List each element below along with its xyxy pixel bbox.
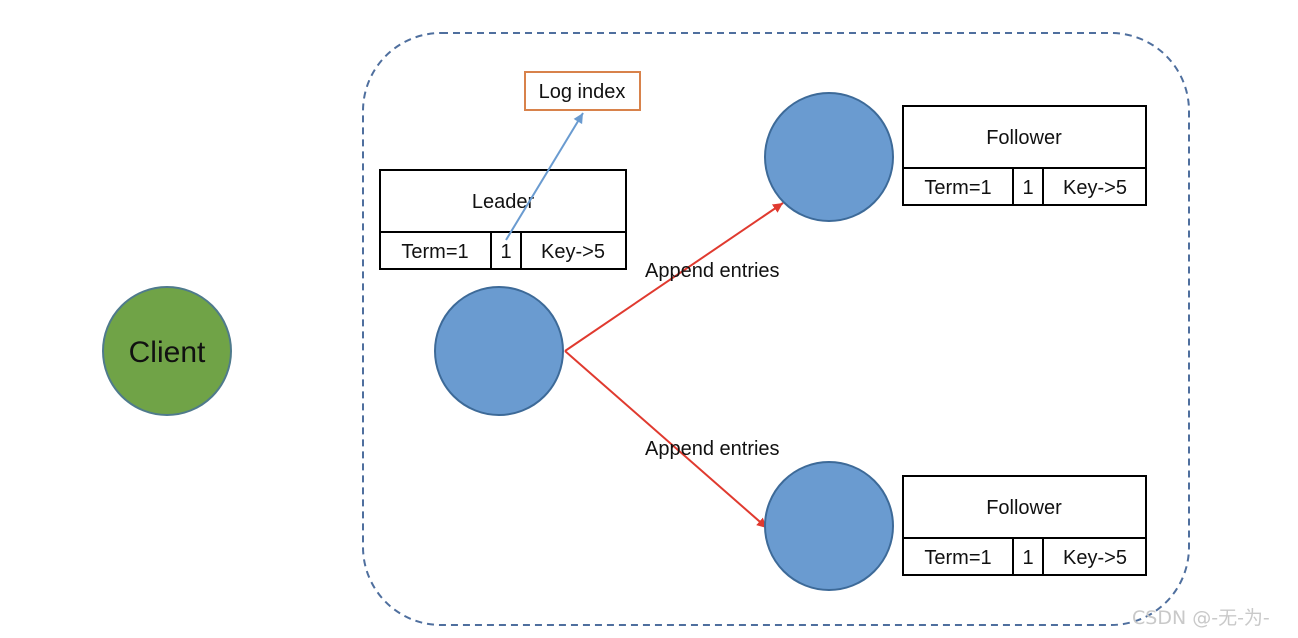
log-index-arrow bbox=[505, 112, 584, 241]
follower-1-index: 1 bbox=[1022, 177, 1033, 199]
leader-node bbox=[434, 286, 564, 416]
leader-index: 1 bbox=[500, 241, 511, 263]
leader-term: Term=1 bbox=[401, 241, 468, 263]
client-circle bbox=[102, 286, 232, 416]
client-label: Client bbox=[129, 336, 206, 369]
append-entries-arrow-bottom bbox=[564, 350, 768, 529]
append-entries-label-bottom: Append entries bbox=[645, 438, 780, 460]
follower-1-entry: Key->5 bbox=[1063, 177, 1127, 199]
follower-2-table-frame bbox=[902, 475, 1147, 576]
follower-2-index: 1 bbox=[1022, 547, 1033, 569]
follower-node-2 bbox=[764, 461, 894, 591]
leader-entry: Key->5 bbox=[541, 241, 605, 263]
append-entries-arrow-top bbox=[564, 202, 784, 352]
leader-table-frame bbox=[379, 169, 627, 270]
append-entries-label-top: Append entries bbox=[645, 260, 780, 282]
follower-2-term: Term=1 bbox=[924, 547, 991, 569]
watermark: CSDN @-无-为- bbox=[1132, 607, 1270, 629]
follower-2-title: Follower bbox=[986, 497, 1062, 519]
follower-2-log-table: Follower Term=1 1 Key->5 bbox=[902, 475, 1147, 576]
log-index-callout: Log index bbox=[505, 71, 641, 241]
follower-2-entry: Key->5 bbox=[1063, 547, 1127, 569]
follower-1-title: Follower bbox=[986, 127, 1062, 149]
log-index-box bbox=[524, 71, 641, 111]
follower-node-1 bbox=[764, 92, 894, 222]
leader-title: Leader bbox=[472, 191, 535, 213]
cluster-boundary bbox=[362, 32, 1190, 626]
follower-1-log-table: Follower Term=1 1 Key->5 bbox=[902, 105, 1147, 206]
log-index-label: Log index bbox=[539, 81, 626, 103]
follower-1-table-frame bbox=[902, 105, 1147, 206]
leader-log-table: Leader Term=1 1 Key->5 bbox=[379, 169, 627, 270]
client-node: Client bbox=[102, 286, 232, 416]
follower-1-term: Term=1 bbox=[924, 177, 991, 199]
